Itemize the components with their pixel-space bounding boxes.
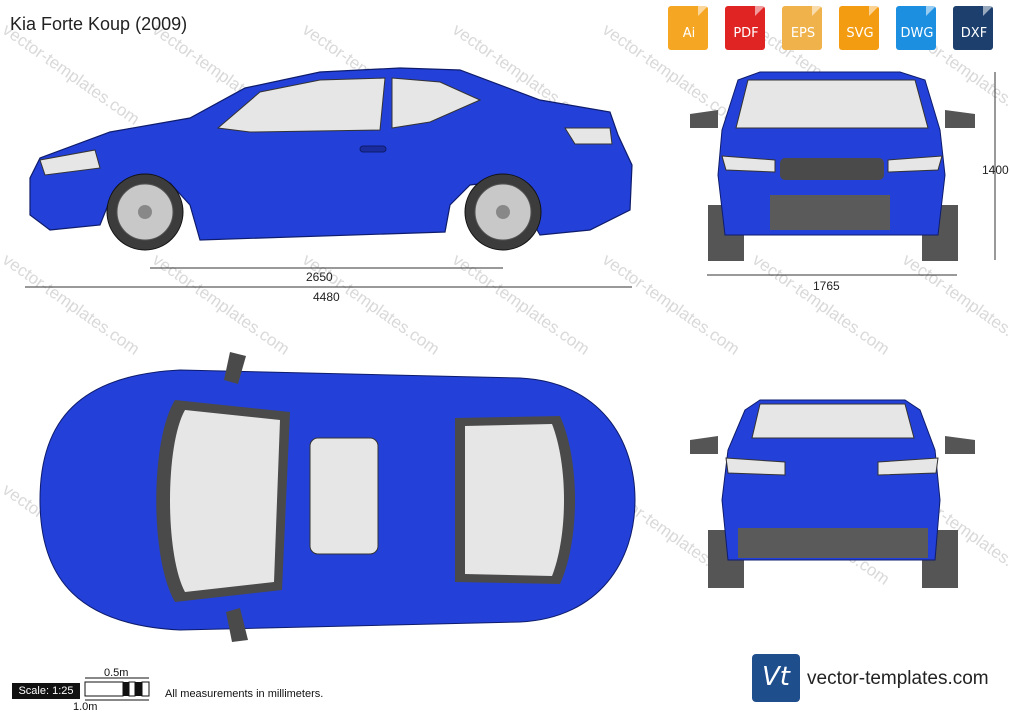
side-view [25, 67, 633, 288]
side-window-front [216, 77, 386, 133]
brand-logo-icon[interactable]: Vt [752, 654, 800, 702]
format-dwg[interactable]: DWG [896, 6, 938, 50]
rear-taillight-left [725, 457, 786, 476]
format-dxf[interactable]: DXF [953, 6, 995, 50]
rear-window [751, 403, 915, 439]
door-handle [359, 145, 387, 153]
rear-view [690, 399, 975, 588]
top-sunroof [309, 437, 379, 555]
scale-ruler [84, 677, 150, 701]
top-view [39, 352, 636, 642]
front-lower-bumper [770, 195, 890, 230]
rear-mirror-right [945, 436, 975, 454]
format-svg[interactable]: SVG [839, 6, 881, 50]
format-eps[interactable]: EPS [782, 6, 824, 50]
front-view [690, 71, 996, 276]
side-headlight [39, 149, 101, 176]
wheelbase-label: 2650 [306, 270, 333, 284]
length-label: 4480 [313, 290, 340, 304]
rear-taillight-right [877, 457, 939, 476]
front-mirror-left [690, 110, 718, 128]
measurement-note: All measurements in millimeters. [165, 688, 324, 700]
page-title: Kia Forte Koup (2009) [10, 14, 188, 34]
front-windshield [735, 79, 929, 129]
format-ai[interactable]: Ai [668, 6, 710, 50]
width-label: 1765 [813, 279, 840, 293]
side-window-rear [391, 77, 482, 129]
top-mirror-left [224, 352, 246, 384]
one-meter-label: 1.0m [73, 701, 98, 713]
top-mirror-right [226, 608, 248, 642]
front-headlight-right [887, 155, 943, 173]
height-label: 1400 [982, 163, 1009, 177]
scale-label: Scale: 1:25 [12, 683, 80, 699]
rear-body [721, 399, 941, 561]
rear-diffuser [738, 528, 928, 558]
front-grille [780, 158, 884, 180]
front-wheel [106, 173, 184, 251]
rear-wheel [464, 173, 542, 251]
front-mirror-right [945, 110, 975, 128]
top-windshield [170, 410, 280, 592]
side-taillight [564, 127, 613, 145]
half-meter-label: 0.5m [104, 667, 129, 679]
format-pdf[interactable]: PDF [725, 6, 767, 50]
front-headlight-left [721, 155, 776, 173]
top-rear-window [465, 424, 564, 576]
brand-site-link[interactable]: vector-templates.com [807, 668, 989, 689]
rear-mirror-left [690, 436, 718, 454]
